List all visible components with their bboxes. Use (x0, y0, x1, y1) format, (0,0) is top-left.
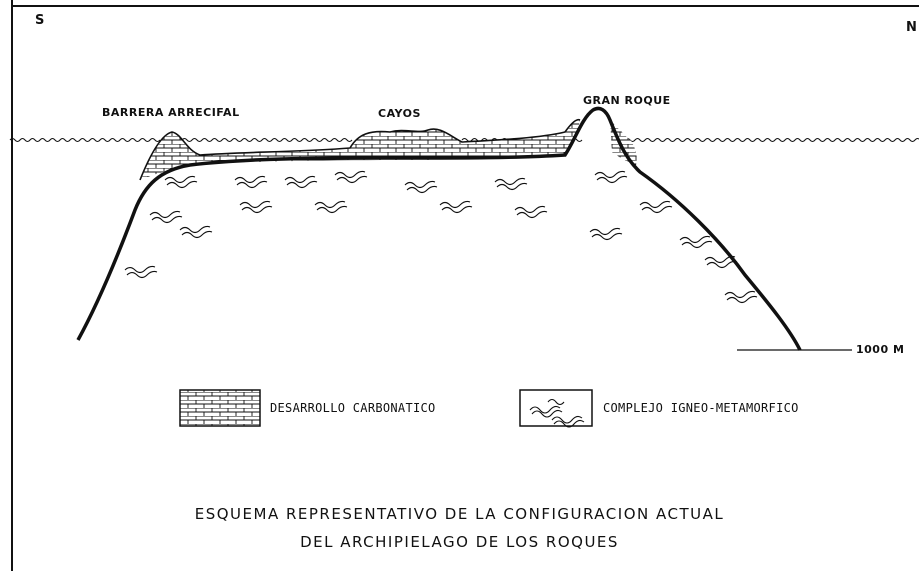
igneous-squiggle (239, 200, 271, 209)
igneous-squiggle (641, 205, 673, 214)
igneous-squiggle (151, 215, 183, 224)
carbonate-top-outline (139, 118, 581, 181)
igneous-squiggle (164, 175, 196, 184)
igneous-squiggle (406, 185, 438, 194)
igneous-squiggle (679, 235, 711, 244)
igneous-squiggle (639, 200, 671, 209)
igneous-squiggle (181, 230, 213, 239)
legend-carbonate-label: DESARROLLO CARBONATICO (270, 401, 436, 415)
frame-top-border (11, 5, 919, 7)
igneous-squiggle (514, 205, 546, 214)
igneous-squiggle (726, 295, 758, 304)
north-label: N (906, 20, 918, 35)
caption-line-1: ESQUEMA REPRESENTATIVO DE LA CONFIGURACI… (194, 505, 725, 523)
igneous-squiggle (591, 232, 623, 241)
igneous-squiggle (149, 210, 181, 219)
igneous-squiggle (314, 200, 346, 209)
igneous-squiggle (594, 170, 626, 179)
legend-igneous-label: COMPLEJO IGNEO-METAMORFICO (603, 401, 799, 415)
south-label: S (35, 13, 45, 28)
igneous-squiggle (334, 170, 366, 179)
igneous-squiggle (494, 177, 526, 186)
igneous-complex-texture (124, 170, 758, 304)
igneous-squiggle (336, 175, 368, 184)
sea-level-line (9, 138, 919, 142)
igneous-squiggle (704, 255, 736, 264)
igneous-squiggle (124, 265, 156, 274)
igneous-squiggle (179, 225, 211, 234)
igneous-squiggle (166, 180, 198, 189)
igneous-squiggle (441, 205, 473, 214)
igneous-squiggle (439, 200, 471, 209)
igneous-squiggle (404, 180, 436, 189)
igneous-squiggle (241, 205, 273, 214)
igneous-squiggle (316, 205, 348, 214)
igneous-squiggle (706, 260, 738, 269)
igneous-squiggle (681, 240, 713, 249)
carbonate-platform (140, 119, 580, 180)
legend-igneous-squiggles (529, 398, 585, 428)
basement-profile (76, 106, 802, 351)
igneous-squiggle (589, 227, 621, 236)
depth-label: 1000 M (856, 343, 905, 356)
igneous-squiggle (496, 182, 528, 191)
caption-line-2: DEL ARCHIPIELAGO DE LOS ROQUES (300, 533, 619, 551)
frame-left-border (11, 0, 13, 571)
igneous-squiggle (284, 175, 316, 184)
igneous-squiggle (286, 180, 318, 189)
igneous-squiggle (236, 180, 268, 189)
igneous-squiggle (596, 175, 628, 184)
igneous-squiggle (516, 210, 548, 219)
legend-carbonate-swatch (179, 389, 261, 427)
igneous-squiggle (126, 270, 158, 279)
igneous-squiggle (234, 175, 266, 184)
barrier-reef-label: BARRERA ARRECIFAL (102, 106, 240, 119)
gran-roque-label: GRAN ROQUE (583, 94, 671, 107)
igneous-squiggle (724, 290, 756, 299)
cays-label: CAYOS (378, 107, 421, 120)
